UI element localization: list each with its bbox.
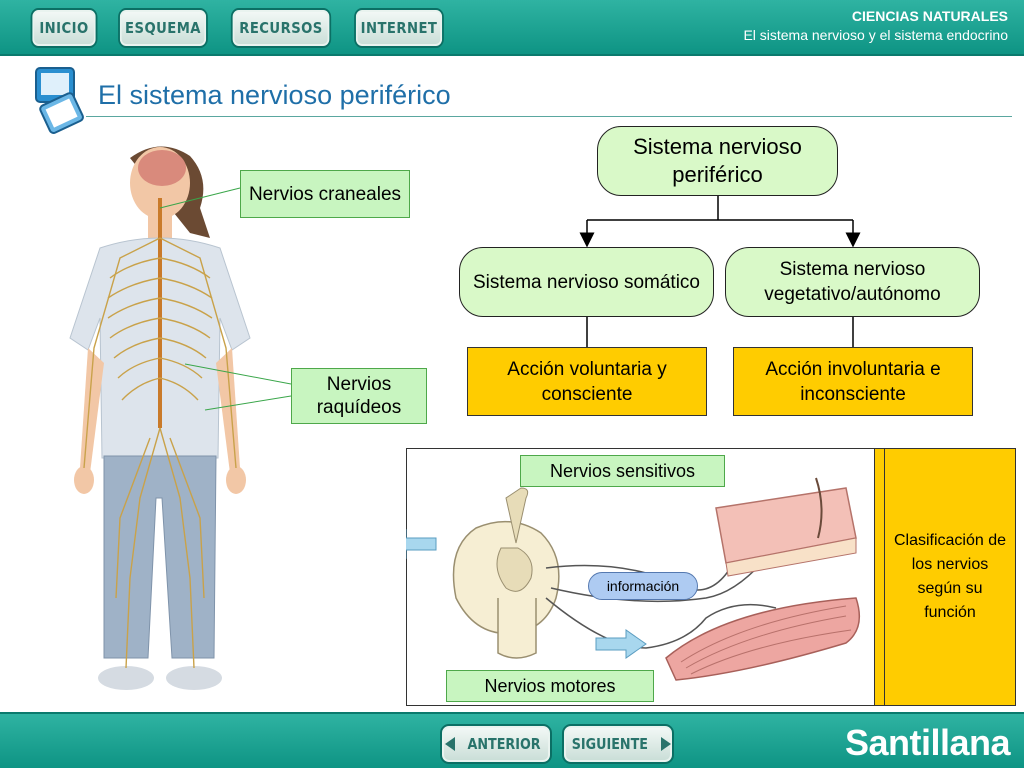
page-title: El sistema nervioso periférico (98, 80, 451, 110)
motor-nerves-label: Nervios motores (446, 670, 654, 702)
next-button-label: SIGUIENTE (571, 735, 649, 753)
brand-logo: Santillana (844, 722, 1011, 763)
course-subject: CIENCIAS NATURALES (851, 8, 1008, 24)
classification-text: Clasificación de los nervios según su fu… (884, 449, 1015, 705)
involuntary-action-box: Acción involuntaria e inconsciente (733, 347, 973, 416)
spinal-cord-skin-muscle-illustration (406, 477, 861, 681)
cranial-nerves-label: Nervios craneales (240, 170, 410, 218)
recursos-button[interactable]: RECURSOS (230, 8, 332, 48)
arrow-left-icon (444, 737, 455, 751)
previous-button[interactable]: ANTERIOR (440, 724, 552, 764)
classification-note: Clasificación de los nervios según su fu… (874, 448, 1016, 706)
previous-button-label: ANTERIOR (467, 735, 541, 753)
top-toolbar: INICIO ESQUEMA RECURSOS INTERNET CIENCIA… (0, 0, 1024, 56)
internet-button[interactable]: INTERNET (354, 8, 444, 48)
autonomic-nervous-system-node: Sistema nervioso vegetativo/autónomo (725, 247, 980, 317)
inicio-button[interactable]: INICIO (30, 8, 98, 48)
somatic-nervous-system-node: Sistema nervioso somático (459, 247, 714, 317)
title-divider (86, 116, 1012, 117)
next-button[interactable]: SIGUIENTE (562, 724, 674, 764)
course-unit: El sistema nervioso y el sistema endocri… (743, 27, 1008, 43)
slides-icon (35, 67, 84, 134)
arrow-right-icon (660, 737, 671, 751)
peripheral-nervous-system-node: Sistema nervioso periférico (597, 126, 838, 196)
spinal-nerves-label: Nervios raquídeos (291, 368, 427, 424)
esquema-button[interactable]: ESQUEMA (118, 8, 208, 48)
sensory-nerves-label: Nervios sensitivos (520, 455, 725, 487)
course-info: CIENCIAS NATURALES El sistema nervioso y… (743, 7, 1008, 45)
information-tag: información (588, 572, 698, 600)
bottom-toolbar: ANTERIOR SIGUIENTE Santillana (0, 712, 1024, 768)
human-nervous-system-illustration (69, 146, 251, 690)
voluntary-action-box: Acción voluntaria y consciente (467, 347, 707, 416)
